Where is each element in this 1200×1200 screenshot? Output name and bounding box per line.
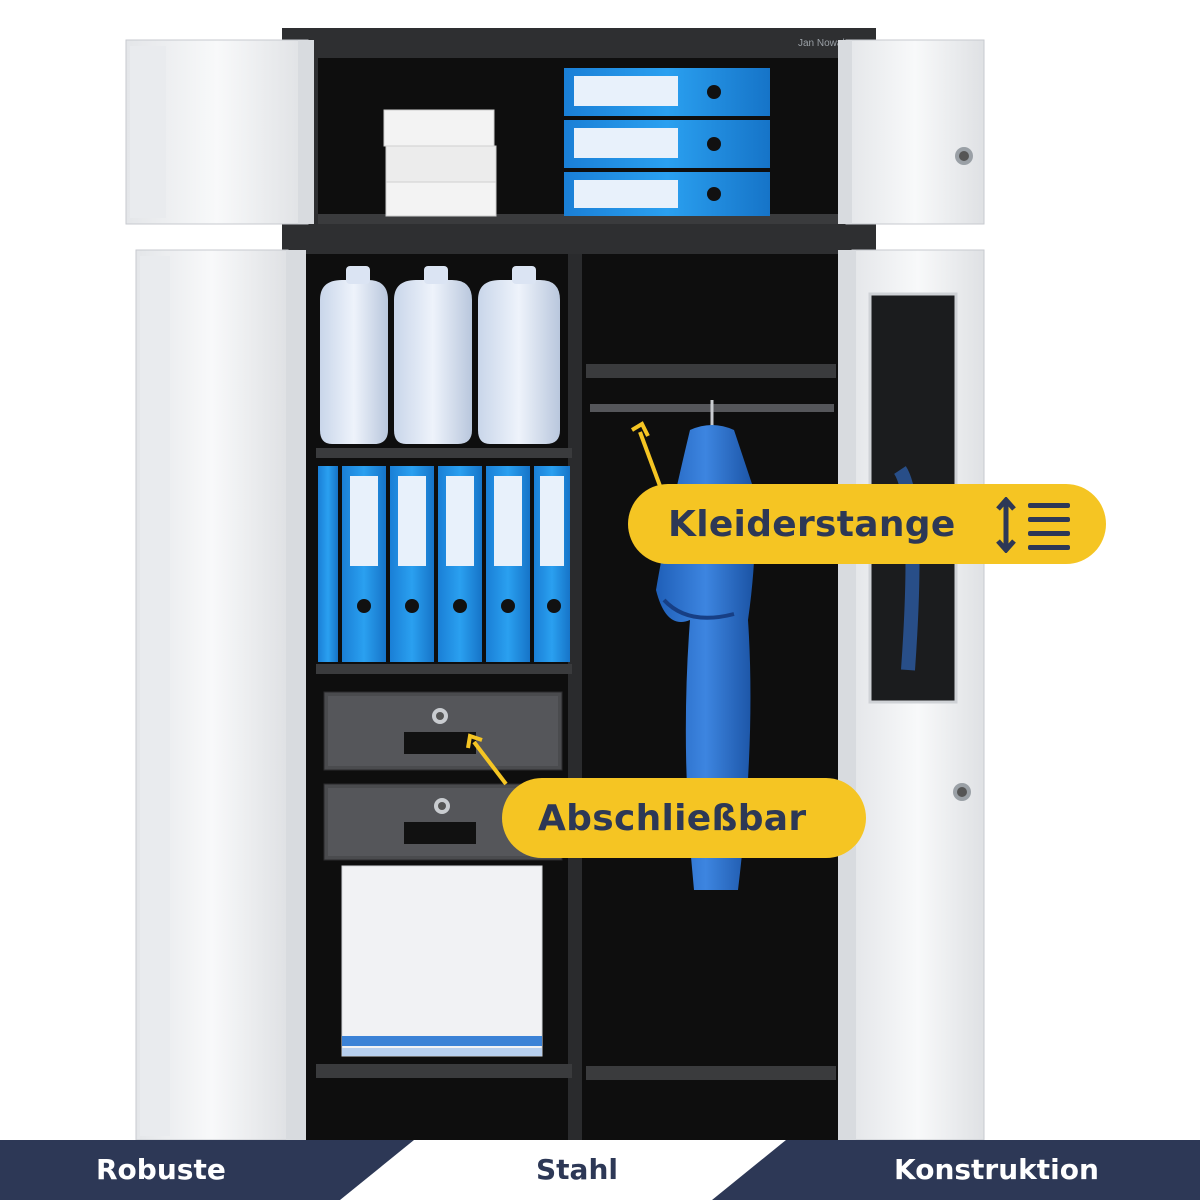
- main-cabinet: [135, 228, 985, 1141]
- upper-left-door: [125, 39, 314, 225]
- callout-clothes-rail-label: Kleiderstange: [668, 503, 956, 545]
- upright-binders: [318, 466, 570, 662]
- banner-white-band: [340, 1140, 786, 1200]
- callout-lockable: Abschließbar: [502, 778, 866, 858]
- callout-lockable-label: Abschließbar: [538, 797, 807, 839]
- paper-box: [341, 865, 543, 1057]
- feature-banner: [0, 1140, 1200, 1200]
- callout-clothes-rail: Kleiderstange: [628, 484, 1106, 564]
- water-canisters: [320, 266, 560, 444]
- banner-word-right: Konstruktion: [894, 1153, 1099, 1186]
- banner-word-left: Robuste: [96, 1153, 226, 1186]
- brand-label: Jan Nowak: [798, 38, 848, 49]
- lower-left-door: [135, 249, 306, 1141]
- banner-word-middle: Stahl: [536, 1153, 618, 1186]
- pointer-arrows: [466, 421, 662, 786]
- sort-list-icon: [996, 497, 1070, 553]
- stacked-binders: [564, 68, 770, 216]
- lower-right-door: [838, 249, 985, 1141]
- white-boxes: [383, 109, 497, 217]
- upper-right-door: [838, 39, 985, 225]
- upper-cabinet: Jan Nowak: [125, 28, 985, 228]
